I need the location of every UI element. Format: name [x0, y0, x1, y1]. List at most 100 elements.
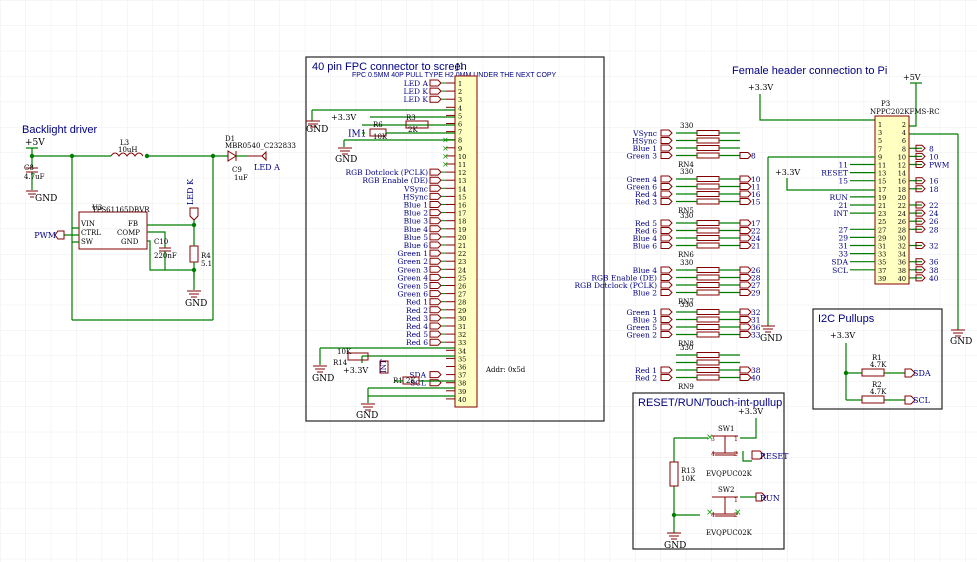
p3-pin-left-21: 21: [878, 202, 886, 210]
i2c-r2-body: [861, 395, 885, 404]
j1-label-1: LED A: [404, 79, 429, 88]
rn-out-flag: [739, 152, 752, 159]
reset-net-label: RESET: [760, 452, 789, 461]
rn-out-label: 28: [751, 274, 761, 283]
r3-ref: R3: [406, 114, 416, 122]
rn-in-flag: [660, 152, 673, 159]
rn-out-flag: [739, 234, 752, 242]
j1-label-17: Blue 2: [404, 209, 429, 218]
d1-val: MBR0540_C232833: [225, 142, 296, 150]
j1-flag: [429, 184, 442, 192]
r13-body: [669, 461, 679, 487]
j1-label-2: LED K: [404, 87, 429, 96]
j1-pin-17: 17: [458, 210, 466, 218]
j1-pin-16: 16: [458, 202, 466, 210]
rn-in-flag: [660, 129, 673, 137]
rn-value: 330: [680, 301, 693, 309]
p3-right-net: 18: [929, 185, 939, 194]
j1-pin-25: 25: [458, 274, 466, 282]
rn-in-flag: [660, 323, 673, 331]
rn-out-flag: [739, 274, 752, 281]
rn-out-flag: [739, 219, 752, 227]
p3-right-flag: [915, 217, 926, 225]
p3-pin-left-35: 35: [878, 259, 886, 267]
rn-in-label: Blue 4: [633, 234, 658, 243]
rn-ref-5: RN9: [678, 383, 694, 391]
fpc-title: 40 pin FPC connector to screen: [312, 61, 467, 73]
d1-ref: D1: [225, 135, 235, 143]
rn-ref-3: RN7: [678, 298, 694, 306]
j1-pin-11: 11: [458, 161, 466, 169]
j1-pin-3: 3: [458, 96, 462, 104]
rn-out-flag: [739, 198, 752, 205]
gnd-fpc-3: GND: [312, 374, 334, 384]
j1-flag: [429, 306, 442, 314]
v33-reset: +3.3V: [738, 407, 763, 416]
rn-in-flag: [660, 144, 673, 152]
v5-header: +5V: [903, 73, 921, 82]
sw2-pin1: 1: [734, 497, 738, 504]
j1-flag: [429, 371, 442, 379]
rn-in-flag: [660, 266, 673, 274]
rn-ref-0: RN4: [678, 161, 694, 169]
j1-pin-6: 6: [458, 121, 462, 129]
rn-out-flag: [739, 281, 752, 289]
p3-pin-right-40: 40: [898, 275, 906, 283]
l3-ref: L3: [120, 139, 129, 147]
j1-label-24: Green 3: [398, 265, 429, 274]
p3-pin-left-1: 1: [878, 121, 882, 129]
p3-pin-right-30: 30: [898, 234, 906, 242]
p3-right-net: 38: [929, 266, 939, 275]
p3-pin-left-11: 11: [878, 162, 886, 170]
u3-ref: U3: [92, 204, 102, 212]
pwm-label: PWM: [34, 231, 56, 240]
p3-right-net: 24: [929, 209, 939, 218]
rn-in-flag: [660, 198, 673, 205]
j1-label-15: HSync: [403, 192, 428, 201]
rn-out-flag: [739, 366, 752, 374]
rn-value: 330: [680, 212, 693, 220]
rn-out-label: 38: [751, 366, 761, 375]
rn-ref-2: RN6: [678, 251, 694, 259]
j1-pin-37: 37: [458, 372, 466, 380]
rn-out-label: 40: [751, 374, 761, 383]
p3-right-net: 26: [929, 217, 939, 226]
p3-pin-right-32: 32: [898, 243, 906, 251]
rn-value: 330: [680, 344, 693, 352]
p3-pin-left-25: 25: [878, 218, 886, 226]
p3-right-flag: [915, 161, 926, 168]
sw1-ref: SW1: [718, 425, 734, 433]
j1-flag: [429, 225, 442, 233]
sw2-pin2: 2: [734, 512, 738, 519]
rn-out-label: 10: [751, 175, 761, 184]
j1-label-scl: SCL: [410, 379, 426, 388]
c8-ref: C8: [24, 164, 34, 172]
j1-flag: [429, 87, 442, 95]
rn-in-flag: [660, 308, 673, 316]
rn-out-label: 21: [751, 242, 761, 251]
j1-pin-21: 21: [458, 242, 466, 250]
p3-right-net: 8: [929, 144, 934, 153]
p3-left-net: 15: [838, 177, 848, 186]
sw1-pin3: 3: [711, 436, 715, 443]
rn-out-flag: [739, 227, 752, 234]
gnd-label: GND: [35, 194, 57, 204]
j1-label-23: Green 2: [398, 257, 429, 266]
p3-right-flag: [915, 144, 926, 152]
r1-fpc-val: 2K: [406, 377, 416, 385]
j1-pin-15: 15: [458, 193, 466, 201]
j1-pin-32: 32: [458, 331, 466, 339]
p3-pin-left-39: 39: [878, 275, 886, 283]
r3-val: 2K: [408, 126, 418, 134]
j1-flag: [429, 241, 442, 249]
j1-flag: [429, 201, 442, 208]
j1-flag: [429, 298, 442, 306]
p3-left-net: RUN: [829, 193, 848, 202]
j1-label-14: VSync: [403, 184, 428, 193]
u3-pin-gnd: GND: [121, 238, 139, 246]
rn-in-label: RGB Enable (DE): [591, 274, 657, 283]
j1-flag: [429, 330, 442, 338]
j1-flag: [429, 314, 442, 322]
